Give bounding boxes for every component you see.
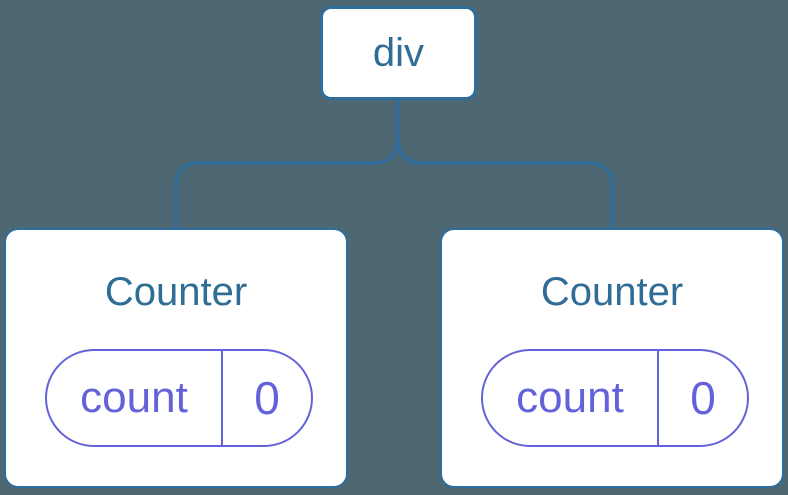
state-key: count	[516, 373, 624, 422]
root-node: div	[320, 6, 477, 100]
component-name: Counter	[540, 270, 684, 314]
counter-card: Counter count 0	[440, 228, 784, 488]
state-pill: count 0	[481, 349, 749, 447]
state-value: 0	[657, 351, 747, 445]
state-key: count	[80, 373, 188, 422]
connector-left-branch	[174, 100, 400, 229]
counter-card: Counter count 0	[4, 228, 348, 488]
state-value: 0	[221, 351, 311, 445]
component-name: Counter	[104, 270, 248, 314]
state-pill: count 0	[45, 349, 313, 447]
root-node-label: div	[372, 30, 425, 75]
connector-right-branch	[396, 100, 614, 229]
